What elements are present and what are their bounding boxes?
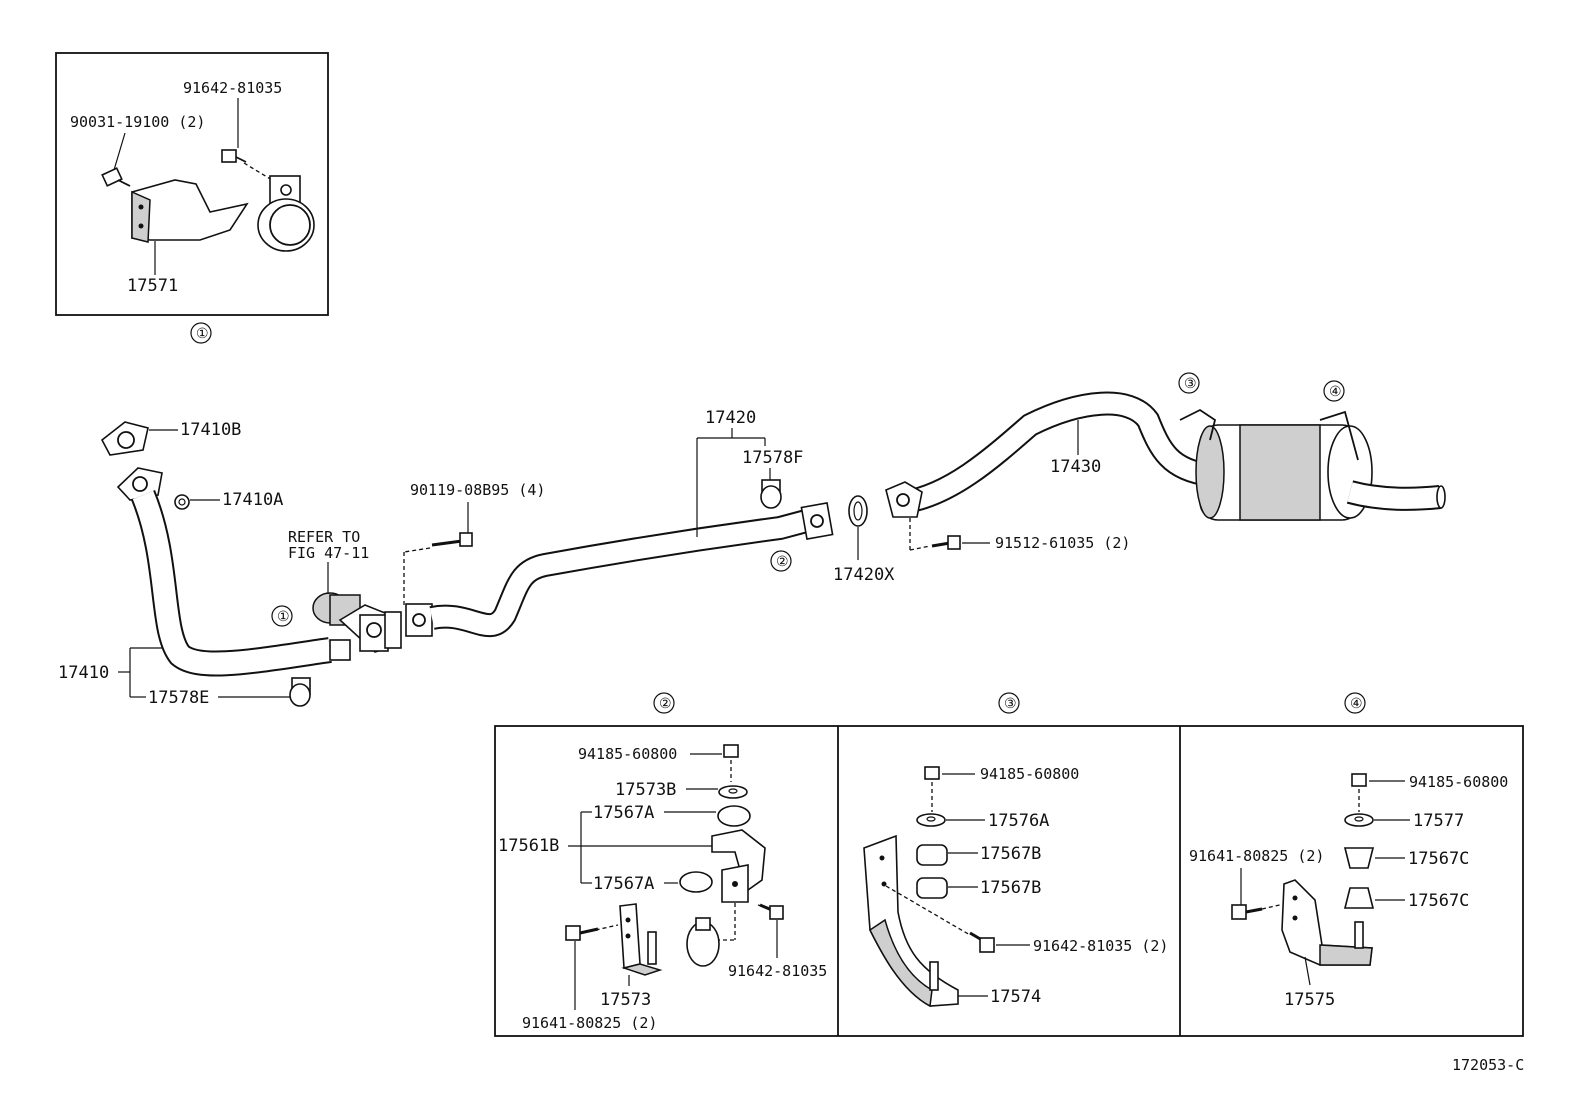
panel4-label-nut: 94185-60800: [1409, 773, 1508, 791]
panel4-label-bracket: 17575: [1284, 990, 1335, 1010]
bushing-icon: [916, 844, 948, 866]
refer-note-line2: FIG 47-11: [288, 544, 369, 562]
panel2-label-bracket: 17561B: [498, 836, 559, 856]
callout-4-circle: [1344, 692, 1366, 714]
main-callout-2: ②: [776, 554, 789, 570]
bracket-17574-shape: [863, 834, 959, 1008]
inset1-label-bolt: 90031-19100 (2): [70, 113, 205, 131]
callout-2-circle: [653, 692, 675, 714]
bracket-17575-shape: [1281, 879, 1373, 966]
main-callout-3: ③: [1184, 376, 1197, 392]
panel2-label-nut: 94185-60800: [578, 745, 677, 763]
main-callout-4: ④: [1329, 384, 1342, 400]
gasket-icon: [848, 495, 868, 527]
inset1-label-bracket: 17571: [127, 276, 178, 296]
refer-note-line1: REFER TO: [288, 528, 360, 546]
figure-code: 172053-C: [1452, 1056, 1524, 1074]
bolt-icon: [931, 535, 961, 550]
bolt-icon: [969, 931, 995, 953]
panel2-label-clamp-bolt: 91642-81035: [728, 962, 827, 980]
bolt-icon: [431, 532, 473, 547]
panel3-label-washer: 17576A: [988, 811, 1049, 831]
clamp-icon: [289, 677, 311, 707]
gasket-icon: [100, 421, 149, 456]
center-pipe-shape: [429, 502, 834, 638]
panel3-label-bracket: 17574: [990, 987, 1041, 1007]
bolt-icon: [1231, 904, 1263, 920]
catalytic-converter-shape: [312, 592, 433, 661]
bolt-icon: [565, 925, 599, 941]
label-17420x: 17420X: [833, 565, 895, 585]
panel3-label-bush-top: 17567B: [980, 844, 1041, 864]
panel2-label-bush-top: 17567A: [593, 803, 654, 823]
label-17578f: 17578F: [742, 448, 803, 468]
panel3-label-nut: 94185-60800: [980, 765, 1079, 783]
bracket-17561b-shape: [711, 829, 766, 903]
bushing-icon: [679, 871, 713, 893]
callout-1-circle: [271, 605, 293, 627]
callout-3-circle: [1178, 372, 1200, 394]
callout-3-circle: [998, 692, 1020, 714]
panel4-label-washer: 17577: [1413, 811, 1464, 831]
bolt-icon: [759, 903, 784, 920]
nut-icon: [924, 766, 940, 780]
callout-4-circle: [1323, 380, 1345, 402]
panel4-label-bush-top: 17567C: [1408, 849, 1469, 869]
bracket-17571-shape: [131, 179, 249, 243]
panel4-label-bolt: 91641-80825 (2): [1189, 847, 1324, 865]
inset1-callout: ①: [196, 326, 209, 342]
clamp-icon: [760, 479, 782, 509]
front-pipe-shape: [116, 467, 332, 677]
bracket-17573-shape: [619, 903, 663, 976]
bushing-icon: [916, 877, 948, 899]
callout-2-circle: [770, 550, 792, 572]
callout-1-circle: [190, 322, 212, 344]
label-17410b: 17410B: [180, 420, 241, 440]
panel3-label-bolt: 91642-81035 (2): [1033, 937, 1168, 955]
detail-panels-box: [494, 725, 1524, 1037]
inset-1-box: [55, 52, 329, 316]
tail-pipe-shape: [885, 391, 1212, 518]
nut-icon: [723, 744, 739, 758]
clamp-icon: [257, 175, 315, 252]
label-91512-61035: 91512-61035 (2): [995, 534, 1130, 552]
panel4-callout: ④: [1350, 696, 1363, 712]
panel4-label-bush-bottom: 17567C: [1408, 891, 1469, 911]
bushing-icon: [1343, 887, 1375, 909]
panel3-label-bush-bottom: 17567B: [980, 878, 1041, 898]
label-17420: 17420: [705, 408, 756, 428]
label-17410: 17410: [58, 663, 109, 683]
nut-icon: [174, 494, 190, 510]
nut-icon: [1351, 773, 1367, 787]
inset1-label-clamp-bolt: 91642-81035: [183, 79, 282, 97]
clamp-icon: [686, 917, 720, 967]
bushing-icon: [1343, 847, 1375, 869]
washer-icon: [718, 785, 748, 799]
panel3-callout: ③: [1004, 696, 1017, 712]
panel2-label-bush-bottom: 17567A: [593, 874, 654, 894]
label-17578e: 17578E: [148, 688, 209, 708]
label-17430: 17430: [1050, 457, 1101, 477]
panel2-label-washer: 17573B: [615, 780, 676, 800]
label-90119-08b95: 90119-08B95 (4): [410, 481, 545, 499]
panel2-callout: ②: [659, 696, 672, 712]
muffler-shape: [1179, 408, 1446, 521]
bushing-icon: [717, 805, 751, 827]
label-17410a: 17410A: [222, 490, 283, 510]
bolt-icon: [101, 167, 131, 187]
panel2-label-bracket-lower: 17573: [600, 990, 651, 1010]
bolt-icon: [221, 149, 247, 163]
washer-icon: [1344, 813, 1374, 827]
main-callout-1: ①: [277, 609, 290, 625]
panel2-label-bolt: 91641-80825 (2): [522, 1014, 657, 1032]
washer-icon: [916, 813, 946, 827]
